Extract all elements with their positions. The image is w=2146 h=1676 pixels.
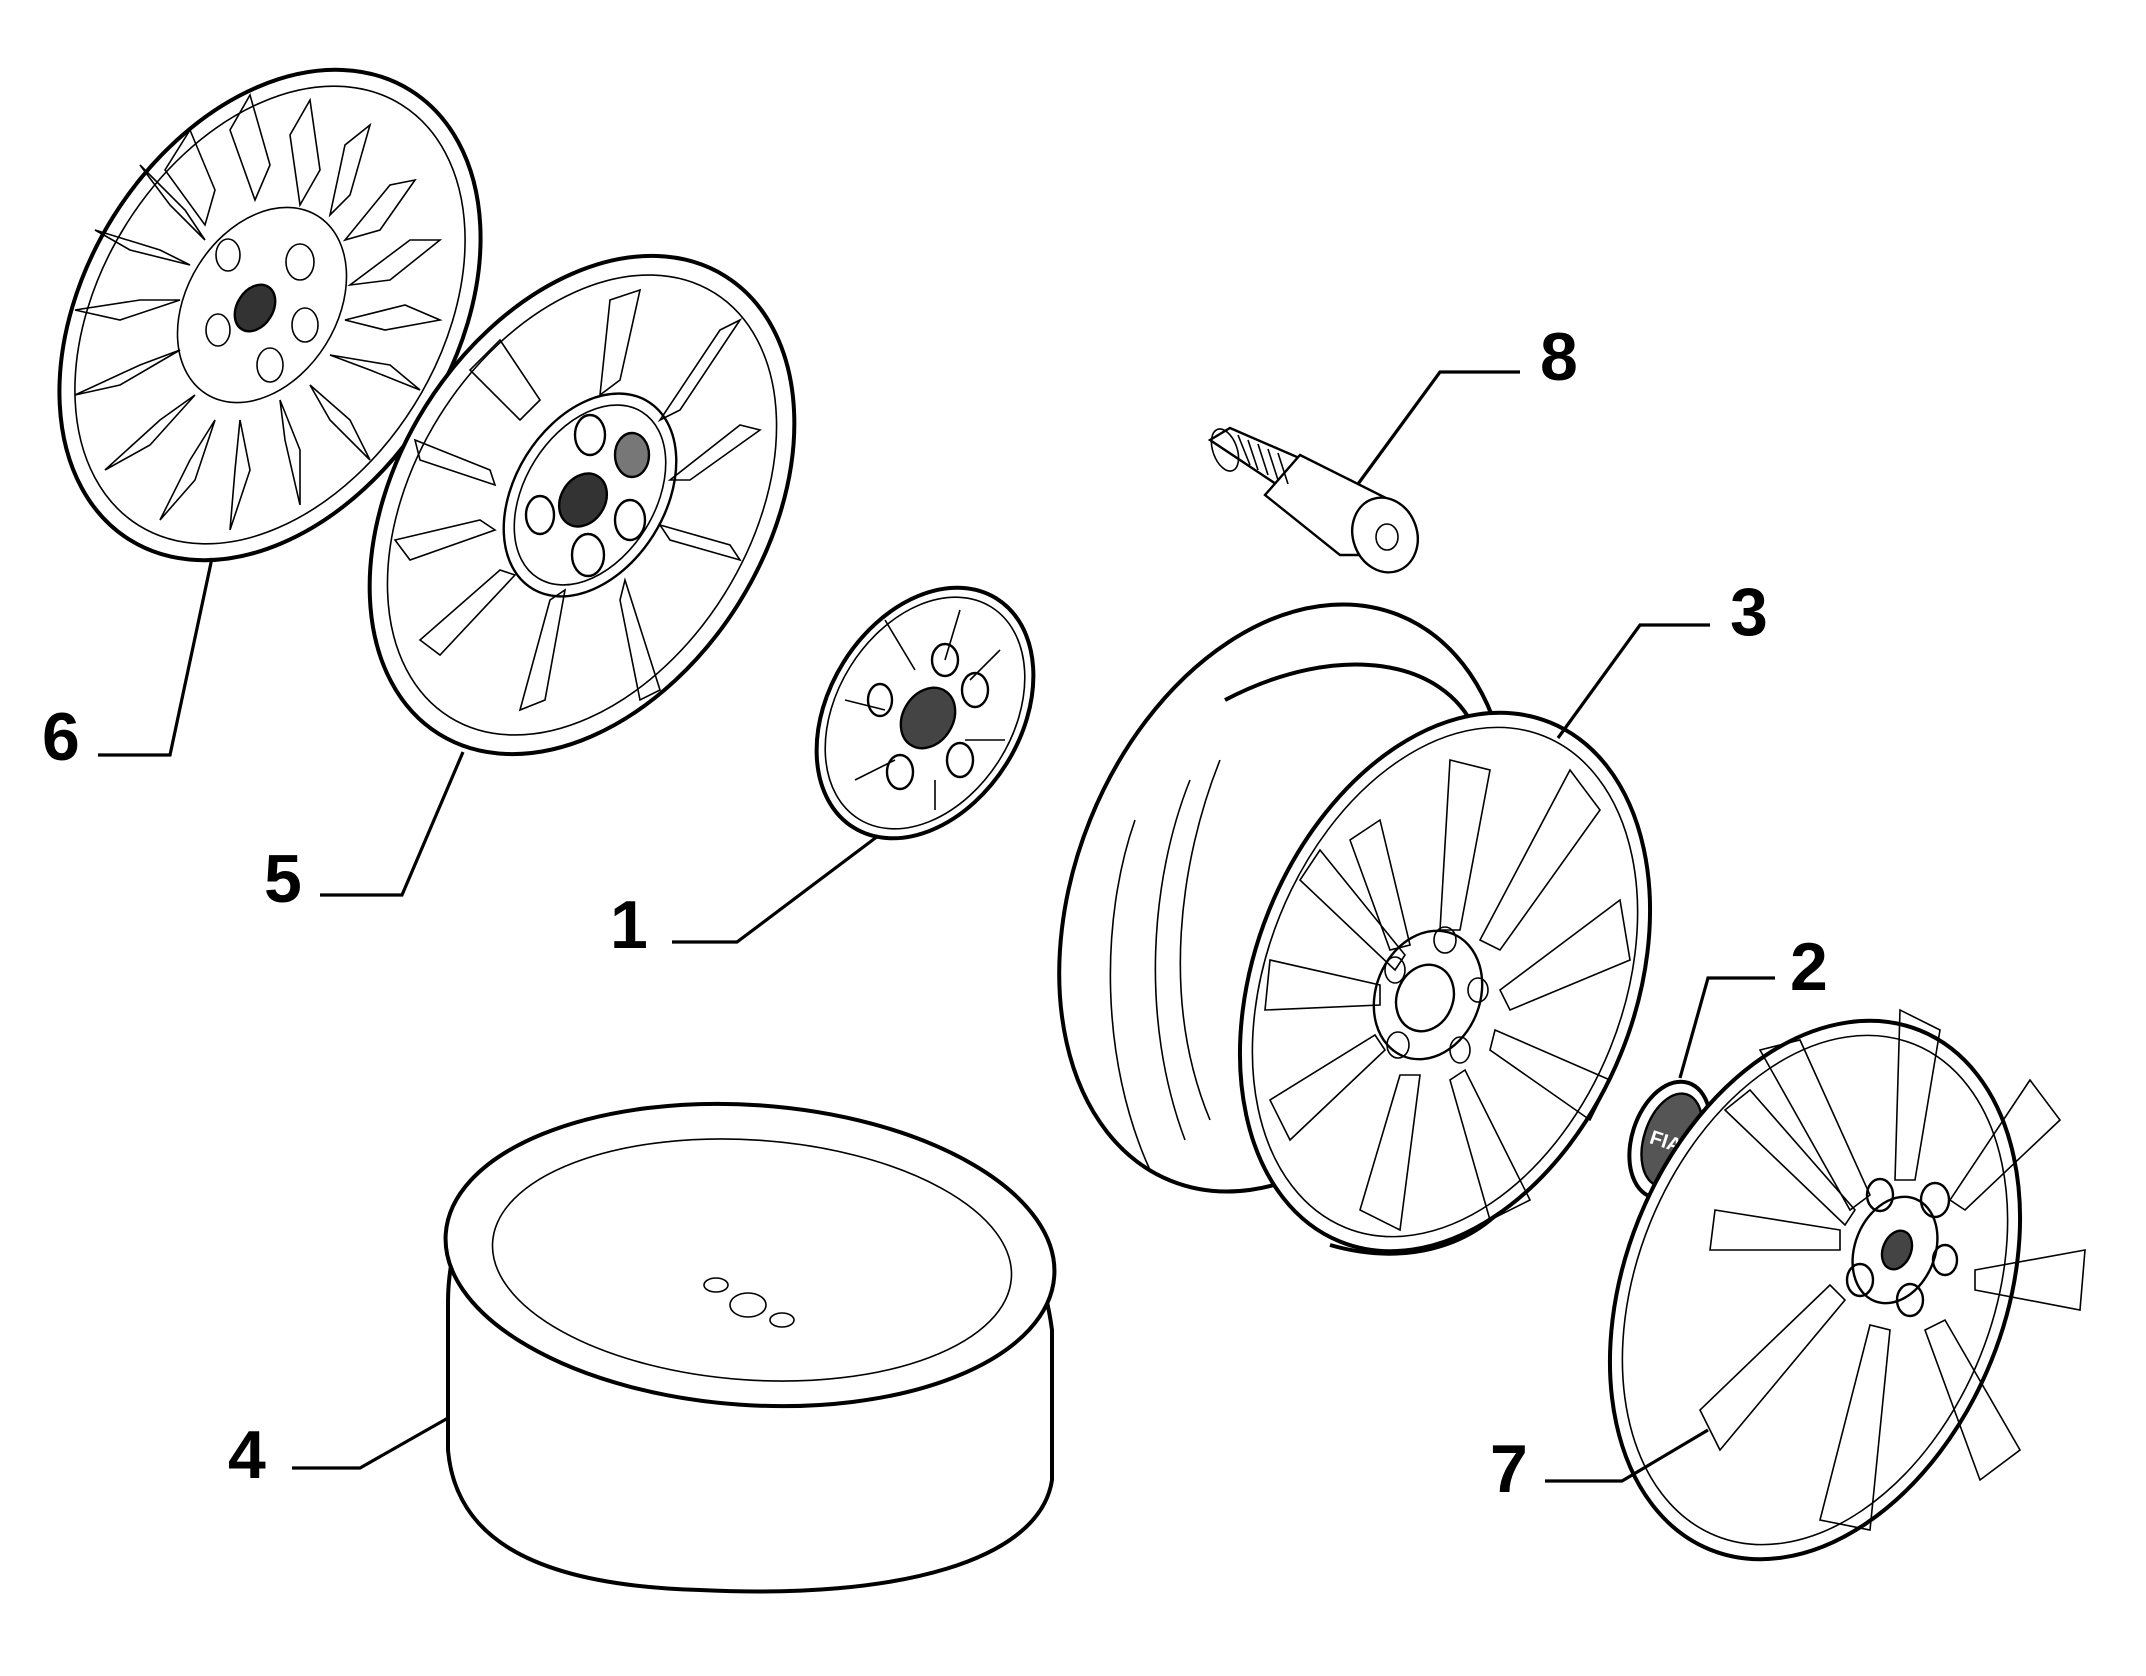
leader-6 xyxy=(98,557,214,757)
leader-2 xyxy=(1678,976,1775,1079)
callout-8: 8 xyxy=(1540,319,1578,395)
part-4-spare-tire-cover xyxy=(443,1101,1057,1594)
callout-7: 7 xyxy=(1490,1431,1528,1507)
part-1-center-cap xyxy=(814,585,1036,841)
leader-3 xyxy=(1556,623,1710,739)
callout-4: 4 xyxy=(228,1417,266,1493)
callout-labels: 6 5 1 8 3 2 7 4 xyxy=(42,319,1828,1507)
callout-6: 6 xyxy=(42,699,80,775)
leader-7 xyxy=(1545,1428,1709,1483)
part-3-alloy-wheel xyxy=(1057,602,1653,1256)
leader-8 xyxy=(1356,370,1520,485)
part-8-valve-stem xyxy=(1207,426,1419,574)
leader-5 xyxy=(320,751,465,897)
leader-4 xyxy=(292,1416,449,1470)
leader-1 xyxy=(672,834,879,944)
part-5-hubcap xyxy=(367,253,797,757)
callout-2: 2 xyxy=(1790,929,1828,1005)
leader-lines xyxy=(98,370,1775,1483)
callout-3: 3 xyxy=(1730,574,1768,650)
callout-1: 1 xyxy=(610,887,648,963)
callout-5: 5 xyxy=(264,841,302,917)
part-7-hubcap xyxy=(1607,1008,2086,1562)
